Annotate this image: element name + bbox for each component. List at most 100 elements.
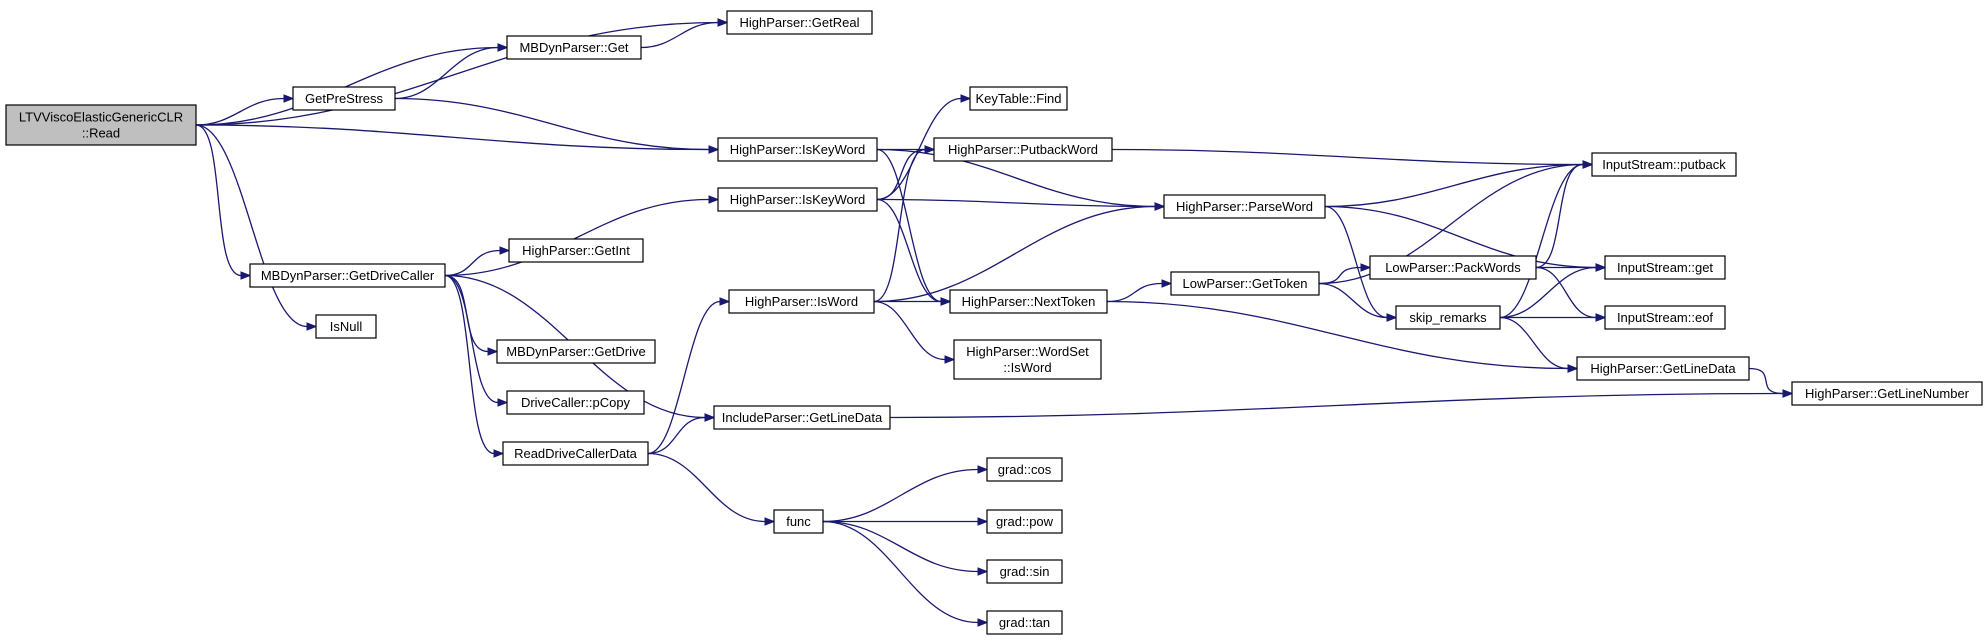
edge-root-to-iskeyword1 (195, 124, 720, 154)
edge-line (876, 198, 942, 303)
node-packwords[interactable]: LowParser::PackWords (1369, 255, 1537, 280)
edge-getdrivecaller-to-pcopy (444, 274, 509, 407)
node-wordset[interactable]: HighParser::WordSet::IsWord (953, 339, 1102, 380)
node-root[interactable]: LTVViscoElasticGenericCLR::Read (5, 104, 197, 146)
edge-line (822, 520, 979, 573)
arrowhead (924, 145, 936, 154)
node-gradtan[interactable]: grad::tan (986, 610, 1063, 635)
edge-line (195, 46, 499, 126)
edge-line (1111, 148, 1584, 166)
edge-line (1535, 163, 1584, 269)
edge-getdrivecaller-to-getdrive (444, 274, 499, 356)
node-mbget[interactable]: MBDynParser::Get (506, 35, 642, 60)
node-getprestress[interactable]: GetPreStress (292, 86, 396, 111)
edge-readdrivecallerdata-to-func (647, 452, 776, 526)
node-label: InputStream::get (1617, 260, 1713, 275)
node-label: GetPreStress (305, 91, 384, 106)
node-box (933, 137, 1113, 162)
node-nexttoken[interactable]: HighParser::NextToken (949, 289, 1108, 314)
edge-func-to-gradsin (822, 520, 989, 576)
edge-skipremarks-to-iseof (1500, 313, 1607, 322)
node-gradpow[interactable]: grad::pow (986, 509, 1063, 534)
node-pcopy[interactable]: DriveCaller::pCopy (506, 390, 645, 415)
edge-line (1318, 163, 1584, 285)
arrowhead (1582, 160, 1594, 169)
node-box (5, 104, 197, 146)
node-label: ReadDriveCallerData (514, 446, 638, 461)
arrowhead (306, 322, 318, 331)
edge-ipgetlinedata-to-getlinenumber (889, 389, 1794, 419)
node-label: MBDynParser::GetDrive (506, 344, 645, 359)
node-getlinenumber[interactable]: HighParser::GetLineNumber (1791, 381, 1983, 406)
edge-skipremarks-to-isget (1499, 263, 1607, 319)
edge-packwords-to-isputback (1535, 160, 1594, 269)
node-label: IsNull (330, 319, 363, 334)
node-label: grad::cos (998, 462, 1052, 477)
node-iskeyword1[interactable]: HighParser::IsKeyWord (717, 137, 878, 162)
arrowhead (1782, 389, 1794, 398)
arrowhead (487, 347, 499, 356)
node-readdrivecallerdata[interactable]: ReadDriveCallerData (502, 441, 649, 466)
node-label: ::Read (82, 126, 120, 141)
arrowhead (708, 195, 720, 204)
node-getdrive[interactable]: MBDynParser::GetDrive (496, 339, 656, 364)
node-parseword[interactable]: HighParser::ParseWord (1163, 194, 1326, 219)
node-box (1395, 305, 1501, 330)
node-box (506, 390, 645, 415)
node-label: MBDynParser::GetDriveCaller (261, 268, 435, 283)
edge-root-to-getprestress (195, 94, 295, 126)
node-box (969, 86, 1068, 111)
node-gradcos[interactable]: grad::cos (986, 457, 1063, 482)
node-skipremarks[interactable]: skip_remarks (1395, 305, 1501, 330)
node-func[interactable]: func (773, 509, 824, 534)
edge-line (889, 392, 1784, 419)
arrowhead (497, 398, 509, 407)
node-box (1576, 356, 1750, 381)
node-getreal[interactable]: HighParser::GetReal (726, 10, 873, 35)
node-lpgettoken[interactable]: LowParser::GetToken (1170, 271, 1320, 296)
edge-line (394, 97, 710, 151)
node-layer: LTVViscoElasticGenericCLR::ReadHighParse… (5, 10, 1983, 635)
node-label: func (786, 514, 811, 529)
edge-line (444, 198, 710, 277)
edge-func-to-gradtan (822, 520, 989, 627)
edge-nexttoken-to-lpgettoken (1106, 279, 1173, 303)
arrowhead (497, 43, 509, 52)
node-hpgetlinedata[interactable]: HighParser::GetLineData (1576, 356, 1750, 381)
node-putbackword[interactable]: HighParser::PutbackWord (933, 137, 1113, 162)
node-gradsin[interactable]: grad::sin (986, 559, 1063, 584)
node-getint[interactable]: HighParser::GetInt (508, 238, 644, 263)
node-label: HighParser::IsKeyWord (730, 142, 866, 157)
node-getdrivecaller[interactable]: MBDynParser::GetDriveCaller (249, 263, 446, 288)
node-label: grad::pow (996, 514, 1054, 529)
edge-func-to-gradpow (823, 517, 989, 526)
edge-nexttoken-to-hpgetlinedata (1106, 300, 1579, 373)
node-isputback[interactable]: InputStream::putback (1591, 152, 1737, 177)
edge-line (1318, 266, 1362, 285)
arrowhead (704, 413, 716, 422)
arrowhead (1161, 279, 1173, 288)
edge-line (1106, 282, 1163, 303)
edge-line (1499, 163, 1584, 319)
node-box (1163, 194, 1326, 219)
arrowhead (977, 465, 989, 474)
node-keytablefind[interactable]: KeyTable::Find (969, 86, 1068, 111)
node-iskeyword2[interactable]: HighParser::IsKeyWord (717, 187, 878, 212)
node-ipgetlinedata[interactable]: IncludeParser::GetLineData (713, 405, 891, 430)
edge-line (647, 416, 706, 455)
node-isword[interactable]: HighParser::IsWord (728, 289, 875, 314)
edge-root-to-getreal (195, 18, 729, 126)
node-box (717, 137, 878, 162)
node-isnull[interactable]: IsNull (315, 314, 377, 339)
arrowhead (719, 297, 731, 306)
node-box (1591, 152, 1737, 177)
edge-line (444, 274, 499, 404)
node-label: LTVViscoElasticGenericCLR (19, 110, 183, 125)
node-iseof[interactable]: InputStream::eof (1604, 305, 1726, 330)
arrowhead (960, 94, 972, 103)
node-isget[interactable]: InputStream::get (1604, 255, 1726, 280)
edge-isword-to-nexttoken (874, 297, 952, 306)
node-box (986, 610, 1063, 635)
edge-line (873, 300, 946, 361)
node-label: HighParser::GetLineNumber (1805, 386, 1970, 401)
